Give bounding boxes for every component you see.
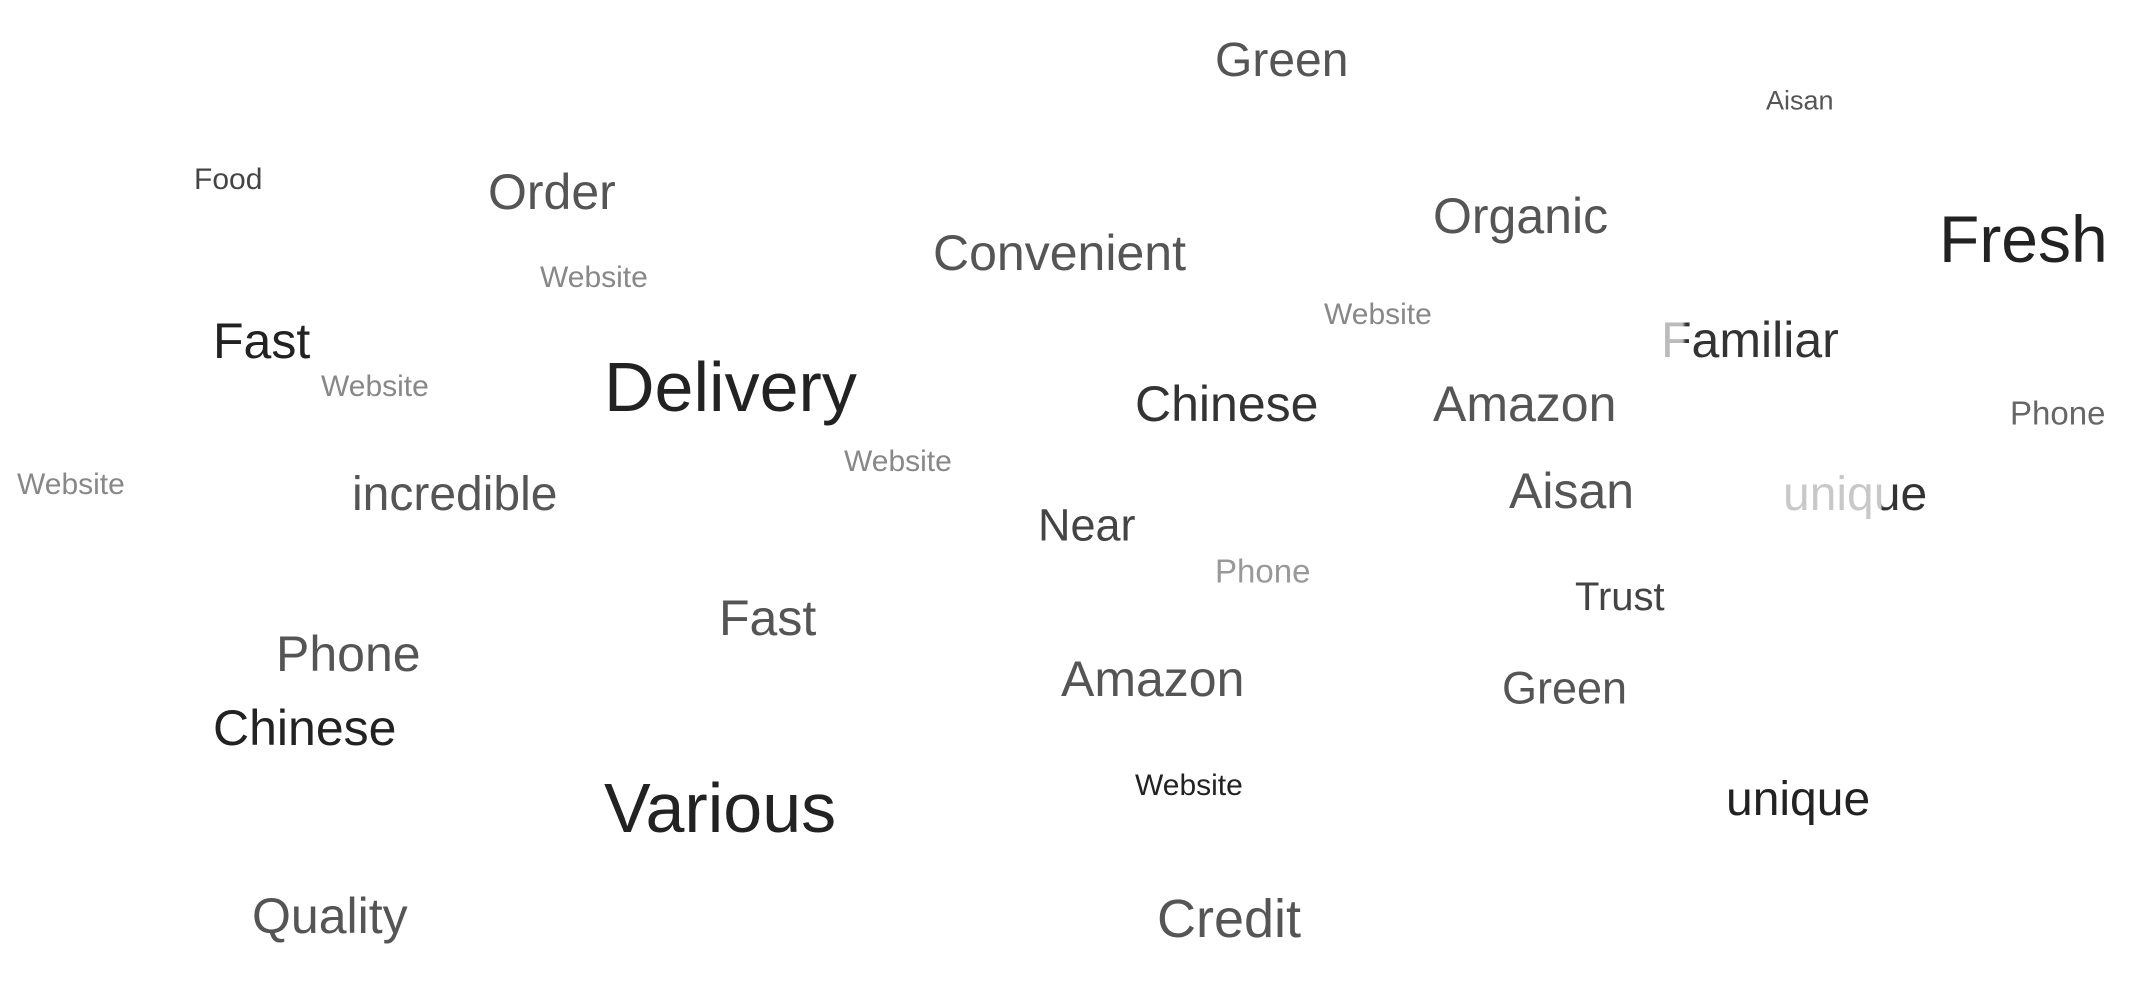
word-phone: Phone <box>1215 552 1311 590</box>
word-near: Near <box>1038 499 1136 551</box>
word-food: Food <box>194 163 263 196</box>
word-chinese: Chinese <box>213 700 397 756</box>
word-amazon: Amazon <box>1061 651 1245 707</box>
word-fast: Fast <box>213 313 311 369</box>
word-aisan: Aisan <box>1509 463 1635 519</box>
word-order: Order <box>488 164 616 220</box>
word-organic: Organic <box>1433 188 1609 244</box>
word-unique: unique <box>1726 773 1871 826</box>
word-amazon: Amazon <box>1433 376 1617 432</box>
word-trust: Trust <box>1575 575 1665 619</box>
word-website: Website <box>540 261 648 294</box>
word-website: Website <box>321 370 429 403</box>
word-quality: Quality <box>252 888 408 944</box>
word-various: Various <box>604 769 837 847</box>
word-delivery: Delivery <box>604 348 857 426</box>
word-phone: Phone <box>2010 394 2106 432</box>
word-incredible: incredible <box>352 468 558 521</box>
word-unique: unique <box>1783 468 1928 521</box>
word-chinese: Chinese <box>1135 376 1319 432</box>
word-fast: Fast <box>719 590 817 646</box>
word-fresh: Fresh <box>1939 202 2108 276</box>
word-green: Green <box>1502 662 1628 714</box>
word-green: Green <box>1215 34 1349 87</box>
word-phone: Phone <box>276 626 421 682</box>
word-website: Website <box>17 468 125 501</box>
word-familiar: Familiar <box>1661 312 1839 368</box>
word-website: Website <box>1135 769 1243 802</box>
word-convenient: Convenient <box>933 225 1186 281</box>
word-aisan: Aisan <box>1766 85 1834 116</box>
word-website: Website <box>1324 298 1432 331</box>
word-website: Website <box>844 445 952 478</box>
word-credit: Credit <box>1157 889 1302 949</box>
